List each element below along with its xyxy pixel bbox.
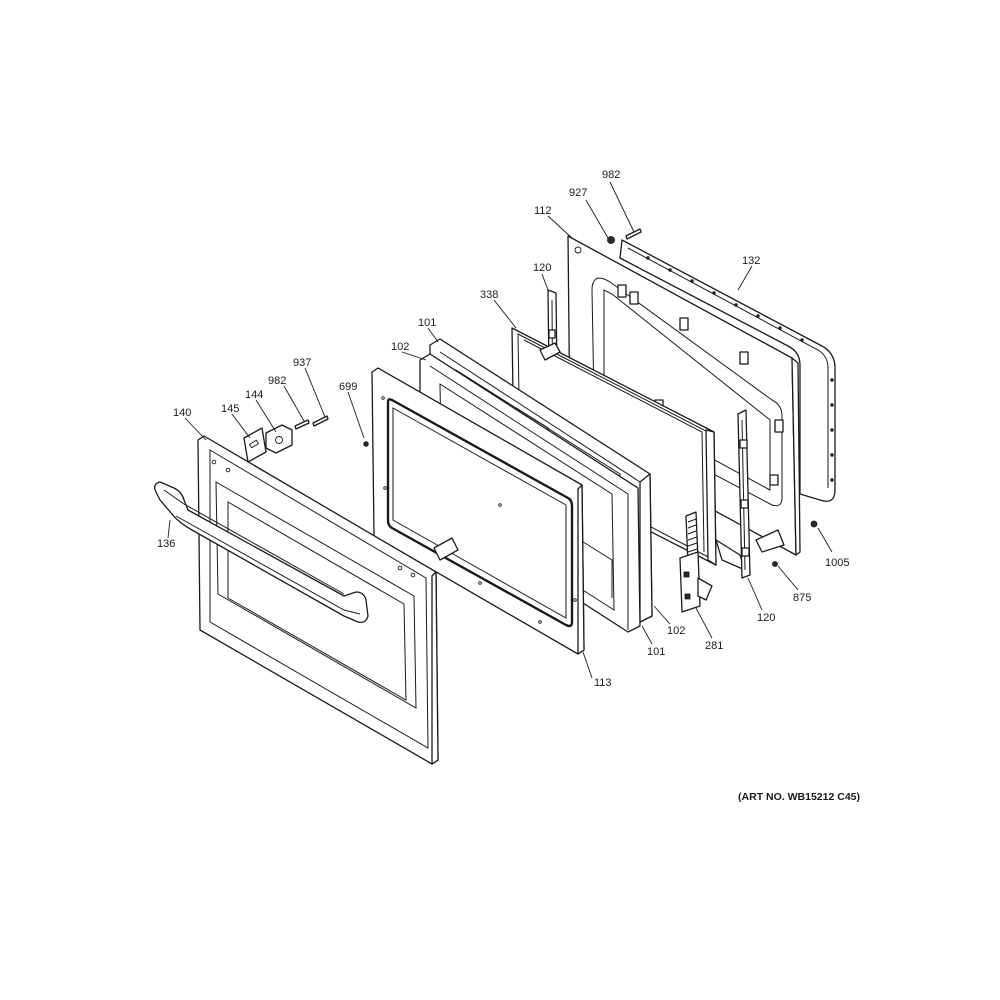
callout-1005: 1005 bbox=[825, 557, 849, 569]
callout-101-top: 101 bbox=[418, 317, 436, 329]
screw-982-left bbox=[294, 419, 310, 430]
leader-lines bbox=[167, 181, 833, 679]
callout-labels: 982 927 112 132 120 338 101 102 937 982 … bbox=[157, 169, 849, 689]
callout-120-top: 120 bbox=[533, 262, 551, 274]
part-120-bottom-bracket bbox=[737, 409, 751, 579]
callout-120-bottom: 120 bbox=[757, 612, 775, 624]
callout-140: 140 bbox=[173, 407, 191, 419]
callout-927: 927 bbox=[569, 187, 587, 199]
part-132-gasket bbox=[619, 239, 836, 502]
callout-338: 338 bbox=[480, 289, 498, 301]
callout-937: 937 bbox=[293, 357, 311, 369]
callout-113: 113 bbox=[594, 677, 612, 689]
callout-101-bottom: 101 bbox=[647, 646, 665, 658]
callout-112: 112 bbox=[534, 205, 552, 217]
callout-136: 136 bbox=[157, 538, 175, 550]
callout-875: 875 bbox=[793, 592, 811, 604]
part-145-plate bbox=[243, 427, 267, 463]
part-136-handle bbox=[154, 481, 369, 624]
screw-982-top bbox=[625, 228, 642, 240]
part-144-bracket bbox=[265, 424, 293, 454]
callout-281: 281 bbox=[705, 640, 723, 652]
washer-927 bbox=[607, 236, 615, 244]
callout-145: 145 bbox=[221, 403, 239, 415]
callout-102-top: 102 bbox=[391, 341, 409, 353]
screw-1005 bbox=[810, 520, 818, 528]
art-number-label: (ART NO. WB15212 C45) bbox=[738, 791, 860, 803]
part-281-hinge bbox=[679, 511, 713, 613]
callout-144: 144 bbox=[245, 389, 263, 401]
screw-875 bbox=[772, 561, 778, 567]
callout-982-left: 982 bbox=[268, 375, 286, 387]
callout-102-bottom: 102 bbox=[667, 625, 685, 637]
callout-699: 699 bbox=[339, 381, 357, 393]
screw-699 bbox=[363, 441, 369, 447]
callout-982-top: 982 bbox=[602, 169, 620, 181]
part-338-inner-glass bbox=[511, 327, 717, 566]
screw-937 bbox=[312, 415, 329, 427]
callout-132: 132 bbox=[742, 255, 760, 267]
